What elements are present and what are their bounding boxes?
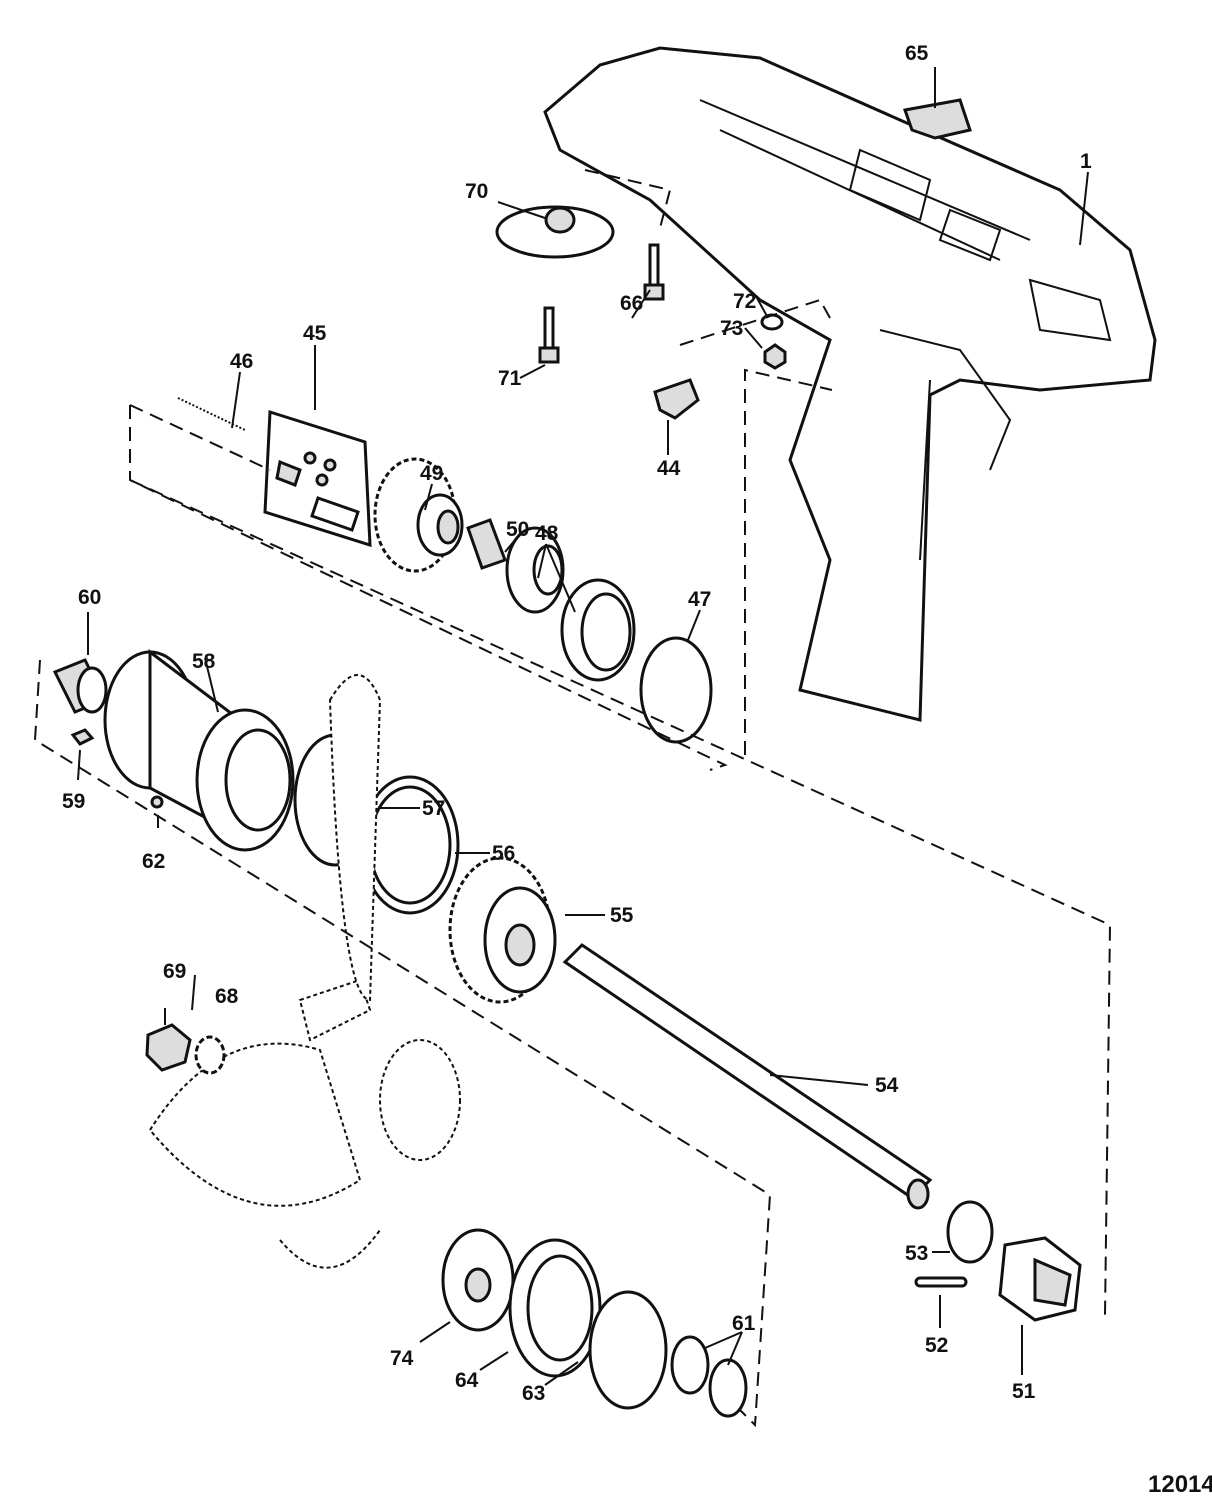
part-50-bearing [466, 518, 507, 570]
label-part-71: 71 [498, 367, 522, 390]
part-55-gear [448, 856, 557, 1004]
part-58-bearing-carrier [103, 648, 295, 852]
part-45-kit-card [263, 409, 372, 548]
label-part-47: 47 [688, 588, 711, 611]
part-61-seal-b [708, 1358, 748, 1418]
propeller-phantom [148, 674, 461, 1269]
label-part-66: 66 [620, 292, 643, 315]
label-part-61: 61 [732, 1312, 756, 1335]
label-part-48: 48 [535, 522, 559, 545]
label-part-63: 63 [522, 1382, 545, 1405]
label-part-62: 62 [142, 850, 165, 873]
part-66-bolt [643, 243, 665, 301]
part-62-ball [150, 795, 164, 809]
label-part-58: 58 [192, 650, 216, 673]
part-69-nut [145, 1023, 192, 1072]
label-part-69: 69 [163, 960, 186, 983]
label-part-51: 51 [1012, 1380, 1036, 1403]
part-60-bearing [52, 658, 108, 714]
part-54-propeller-shaft [562, 943, 933, 1210]
label-part-57: 57 [422, 797, 445, 820]
part-48-bearing [505, 526, 636, 682]
part-44-spacer [653, 378, 700, 420]
label-part-54: 54 [875, 1074, 899, 1097]
label-part-72: 72 [733, 290, 756, 313]
part-52-pin [914, 1276, 968, 1288]
figure-number: 12014 [1148, 1471, 1212, 1498]
label-part-45: 45 [303, 322, 327, 345]
label-part-70: 70 [465, 180, 488, 203]
gear-housing [543, 46, 1157, 722]
part-53-ring [946, 1200, 994, 1264]
label-part-50: 50 [506, 518, 529, 541]
part-49-gear [373, 457, 464, 573]
part-63-retaining-ring [588, 1290, 668, 1410]
part-65-tab [903, 98, 972, 140]
label-part-53: 53 [905, 1242, 928, 1265]
label-part-60: 60 [78, 586, 101, 609]
label-part-59: 59 [62, 790, 85, 813]
part-59-fitting [70, 728, 95, 746]
label-part-46: 46 [230, 350, 253, 373]
part-68-tab-washer [194, 1035, 226, 1075]
label-part-73: 73 [720, 317, 743, 340]
label-part-55: 55 [610, 904, 634, 927]
label-part-56: 56 [492, 842, 515, 865]
label-part-68: 68 [215, 985, 239, 1008]
label-part-74: 74 [390, 1347, 414, 1370]
part-61-seal-a [670, 1335, 710, 1395]
part-73-nut [763, 343, 787, 370]
label-part-52: 52 [925, 1334, 948, 1357]
leader-lines [77, 67, 1089, 1386]
part-70-anode [495, 205, 615, 259]
part-47-shim [639, 636, 713, 744]
label-part-49: 49 [420, 462, 443, 485]
label-part-44: 44 [657, 457, 681, 480]
label-part-64: 64 [455, 1369, 479, 1392]
assembly-boundary-lines [33, 169, 1112, 1428]
part-51-clutch [998, 1236, 1082, 1322]
part-46-spring [177, 397, 246, 431]
label-part-65: 65 [905, 42, 929, 65]
part-labels: 1 44 45 46 47 48 49 50 51 52 53 54 55 56… [62, 42, 1092, 1405]
label-part-1: 1 [1080, 150, 1092, 173]
part-71-bolt [538, 306, 560, 364]
